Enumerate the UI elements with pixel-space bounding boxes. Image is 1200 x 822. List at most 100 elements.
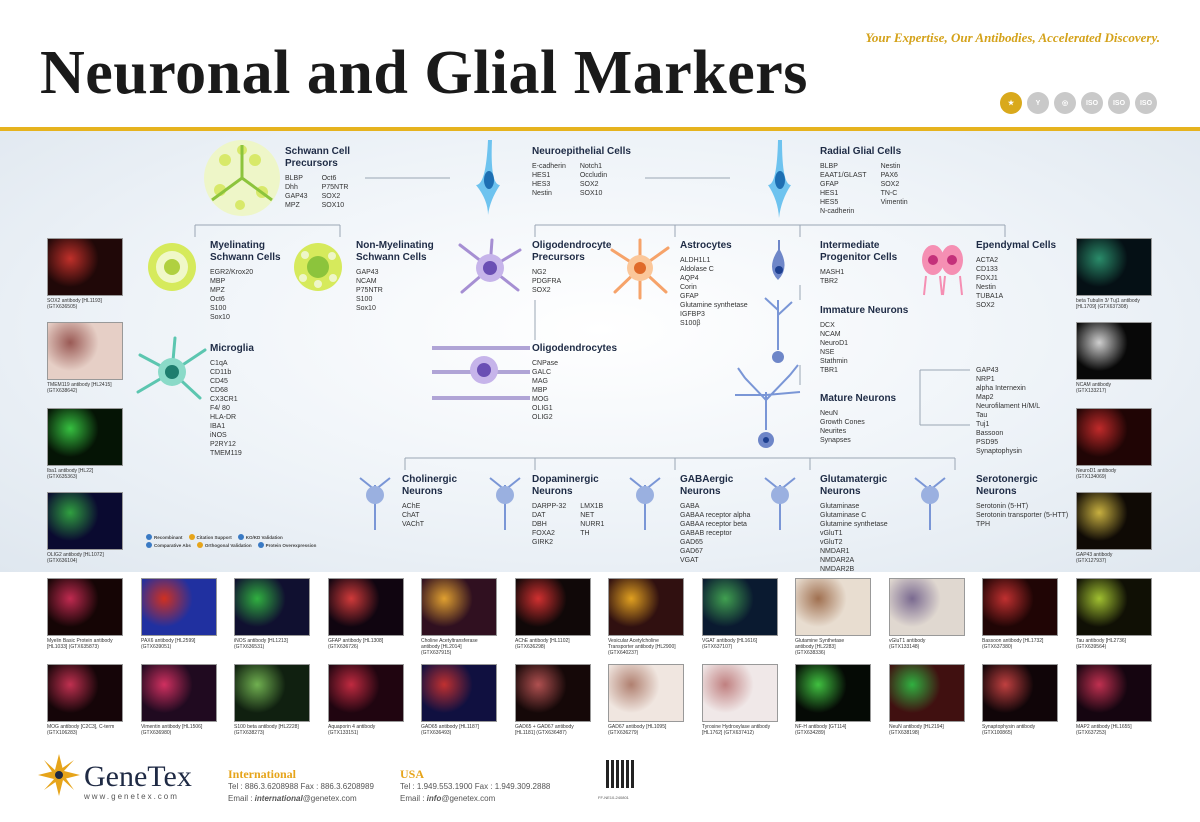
marker-item: MBP bbox=[210, 278, 226, 285]
caption-line: Glutamine Synthetase bbox=[795, 638, 845, 644]
marker-item: SOX2 bbox=[880, 181, 900, 188]
qr-code-icon[interactable] bbox=[606, 760, 634, 788]
caption-line: [HL1762] (GTX637412) bbox=[702, 730, 754, 736]
caption-line: (GTX636298) bbox=[515, 644, 546, 650]
caption-line: (GTX636505) bbox=[47, 304, 78, 310]
caption-line: (GTX636279) bbox=[608, 730, 639, 736]
marker-item: AChE bbox=[402, 503, 421, 510]
marker-item: S100β bbox=[680, 320, 701, 327]
marker-item: iNOS bbox=[210, 432, 227, 439]
ko-kd-icon bbox=[237, 534, 244, 540]
marker-item: GAP43 bbox=[976, 367, 999, 374]
caption-line: NF-H antibody [GT114] bbox=[795, 724, 847, 730]
node-title: Oligodendrocytes bbox=[532, 343, 618, 354]
marker-item: Dhh bbox=[285, 184, 298, 191]
marker-item: SOX2 bbox=[532, 287, 551, 294]
caption-line: OLIG2 antibody [HL1072] bbox=[47, 552, 104, 558]
region-heading: International bbox=[228, 767, 297, 781]
caption-line: (GTX133148) bbox=[889, 644, 920, 650]
marker-item: NG2 bbox=[532, 269, 547, 276]
marker-item: Neurofilament H/M/L bbox=[976, 403, 1041, 410]
orthogonal-icon bbox=[196, 542, 203, 548]
antibody-caption: Myelin Basic Protein antibody[HL1033] (G… bbox=[47, 638, 147, 650]
certification-badges: ★ Y ◎ ISO ISO ISO bbox=[1000, 92, 1157, 114]
marker-item: NMDAR2B bbox=[820, 566, 855, 573]
caption-line: vGluT1 antibody bbox=[889, 638, 926, 644]
micrograph-image bbox=[234, 664, 310, 722]
intermediate-progenitor-icon bbox=[772, 240, 785, 280]
marker-item: Aldolase C bbox=[680, 266, 714, 273]
antibody-caption: MOG antibody [C2C3], C-term(GTX106283) bbox=[47, 724, 147, 736]
antibody-caption: Aquaporin 4 antibody(GTX133151) bbox=[328, 724, 428, 736]
micrograph-image bbox=[1076, 492, 1152, 550]
micrograph-image bbox=[515, 578, 591, 636]
tagline: Your Expertise, Our Antibodies, Accelera… bbox=[865, 30, 1160, 45]
micrograph-image bbox=[47, 238, 123, 296]
caption-line: AChE antibody [HL1102] bbox=[515, 638, 570, 644]
caption-line: NCAM antibody bbox=[1076, 382, 1112, 388]
marker-item: SOX10 bbox=[321, 202, 345, 209]
node-title: Oligodendrocyte bbox=[532, 240, 612, 251]
marker-item: TN-C bbox=[880, 190, 898, 197]
micrograph-image bbox=[608, 664, 684, 722]
email-domain[interactable]: @genetex.com bbox=[302, 794, 357, 803]
marker-item: Sox10 bbox=[356, 305, 376, 312]
marker-item: NSE bbox=[820, 349, 835, 356]
caption-line: GFAP antibody [HL1308] bbox=[328, 638, 384, 644]
caption-line: (GTX639564) bbox=[1076, 644, 1107, 650]
caption-line: Vimentin antibody [HL1506] bbox=[141, 724, 203, 730]
nonmyelinating-schwann-icon bbox=[294, 243, 342, 291]
marker-item: MOG bbox=[532, 396, 549, 403]
caption-line: GAD67 antibody [HL1095] bbox=[608, 724, 667, 730]
caption-line: Synaptophysin antibody bbox=[982, 724, 1036, 730]
marker-item: GAP43 bbox=[285, 193, 308, 200]
micrograph-image bbox=[47, 408, 123, 466]
node-title: Radial Glial Cells bbox=[820, 146, 902, 157]
mature-neuron-icon bbox=[735, 364, 801, 448]
caption-line: (GTX134069) bbox=[1076, 474, 1107, 480]
email-user[interactable]: info bbox=[426, 794, 442, 803]
marker-item: MBP bbox=[532, 387, 548, 394]
email-user[interactable]: international bbox=[254, 794, 303, 803]
marker-item: Nestin bbox=[532, 190, 552, 197]
marker-item: GABAB receptor bbox=[680, 530, 732, 537]
antibody-caption: NeuN antibody [HL2194](GTX638198) bbox=[889, 724, 989, 736]
email-domain[interactable]: @genetex.com bbox=[441, 794, 496, 803]
marker-item: NCAM bbox=[356, 278, 377, 285]
marker-item: P75NTR bbox=[356, 287, 383, 294]
marker-item: CD133 bbox=[976, 266, 998, 273]
micrograph-image bbox=[1076, 408, 1152, 466]
marker-item: alpha Internexin bbox=[976, 385, 1026, 392]
node-title: Astrocytes bbox=[680, 240, 732, 251]
award-icon: ★ bbox=[1000, 92, 1022, 114]
marker-item: ALDH1L1 bbox=[680, 257, 711, 264]
marker-item: Oct6 bbox=[321, 175, 337, 182]
antibody-caption: Vimentin antibody [HL1506](GTX636980) bbox=[141, 724, 241, 736]
marker-item: TMEM119 bbox=[210, 450, 242, 457]
marker-item: VAChT bbox=[402, 521, 425, 528]
marker-item: NET bbox=[580, 512, 595, 519]
marker-item: MPZ bbox=[210, 287, 225, 294]
antibody-caption: Iba1 antibody [HL22](GTX635363) bbox=[47, 468, 147, 480]
validation-legend: Recombinant Citation Support KO/KD Valid… bbox=[146, 534, 316, 550]
marker-item: GABAA receptor beta bbox=[680, 521, 747, 528]
marker-item: GIRK2 bbox=[532, 539, 554, 546]
schwann-precursor-icon bbox=[204, 140, 280, 216]
diagram-panel bbox=[0, 131, 1200, 572]
marker-item: PSD95 bbox=[976, 439, 999, 446]
caption-line: Aquaporin 4 antibody bbox=[328, 724, 376, 730]
marker-item: E-cadherin bbox=[532, 163, 566, 170]
marker-item: Nestin bbox=[976, 284, 996, 291]
node-title: Serotonergic bbox=[976, 474, 1038, 485]
micrograph-image bbox=[1076, 578, 1152, 636]
marker-item: GAD65 bbox=[680, 539, 703, 546]
caption-line: Myelin Basic Protein antibody bbox=[47, 638, 113, 644]
marker-item: SOX2 bbox=[976, 302, 995, 309]
website-link[interactable]: www.genetex.com bbox=[84, 792, 179, 801]
antibody-caption: GAD67 antibody [HL1095](GTX636279) bbox=[608, 724, 708, 736]
